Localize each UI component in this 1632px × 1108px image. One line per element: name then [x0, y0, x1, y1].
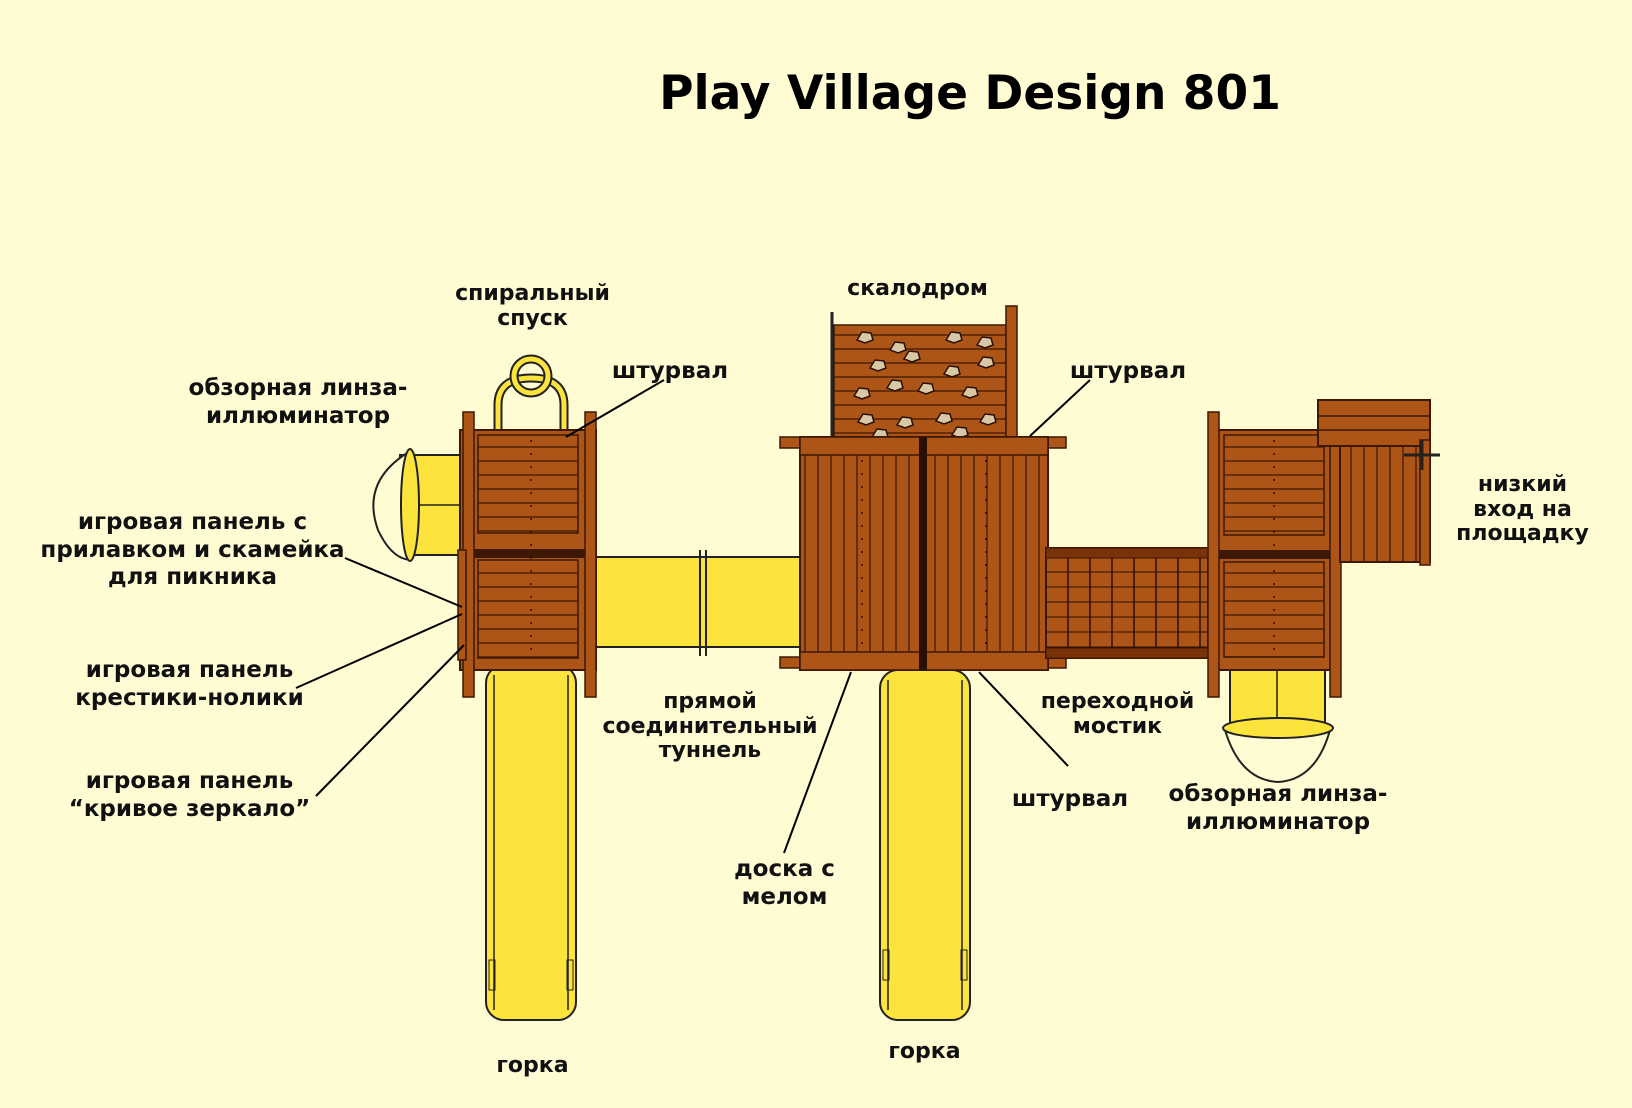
climbing-holds [852, 331, 997, 441]
climbing-hold [944, 331, 963, 344]
label-wheel-bottom: штурвал [1011, 786, 1129, 812]
leader-lines [295, 379, 1091, 854]
label-lens-right: обзорная линза-иллюминатор [1168, 781, 1388, 835]
climbing-hold [934, 412, 953, 425]
label-mirror-panel: игровая панель“кривое зеркало” [68, 768, 311, 822]
climbing-hold [976, 356, 995, 369]
lens-right [1222, 669, 1334, 784]
climbing-hold [868, 359, 887, 372]
climbing-hold [885, 379, 904, 392]
label-wheel-left: штурвал [611, 358, 729, 384]
tower-left [457, 411, 597, 698]
bridge-slats [1046, 558, 1208, 648]
climbing-wall [830, 305, 1018, 441]
straight-tunnel [589, 550, 806, 656]
tower-center [779, 436, 1067, 671]
climbing-hold [960, 386, 979, 399]
climbing-hold [978, 413, 997, 426]
climbing-hold [902, 350, 921, 363]
crossing-bridge [1045, 547, 1209, 659]
diagram-title: Play Village Design 801 [659, 66, 1281, 121]
label-wheel-right: штурвал [1069, 358, 1187, 384]
label-lens-left: обзорная линза-иллюминатор [188, 375, 408, 429]
climbing-hold [975, 336, 994, 349]
low-entry-platform [1317, 399, 1440, 566]
slide-middle [879, 669, 971, 1021]
label-climbing-wall: скалодром [847, 276, 988, 301]
climbing-hold [856, 413, 875, 426]
tower-right [1207, 411, 1342, 698]
climbing-hold [895, 416, 914, 429]
climbing-hold [942, 365, 961, 378]
spiral-slide [493, 354, 569, 437]
label-slide-left: горка [496, 1053, 569, 1078]
label-slide-middle: горка [888, 1039, 961, 1064]
climbing-hold [852, 387, 871, 400]
climbing-hold [888, 341, 907, 354]
lens-left [372, 448, 471, 562]
slide-left [485, 664, 577, 1021]
climbing-hold [855, 331, 874, 344]
climbing-hold [916, 382, 935, 395]
